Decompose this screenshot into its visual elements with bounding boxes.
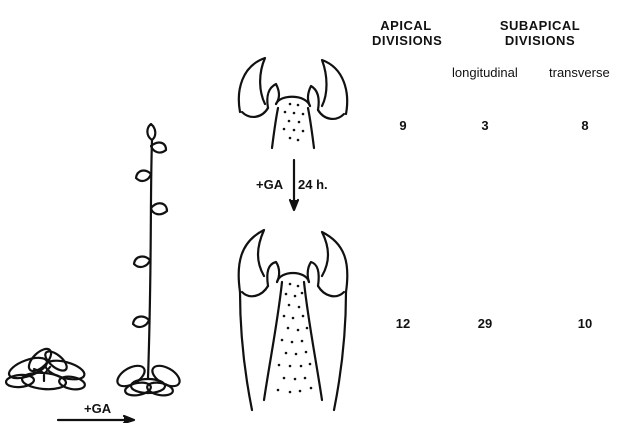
treatment-label: +GA <box>256 177 283 192</box>
bolted-plant-illustration <box>114 124 183 397</box>
row2-longitudinal-value: 29 <box>465 316 505 331</box>
row1-apical-value: 9 <box>383 118 423 133</box>
time-arrow <box>290 160 298 210</box>
dividing-cells-before <box>283 103 305 142</box>
rosette-plant-illustration <box>6 345 87 391</box>
apical-header-line1: APICAL <box>372 18 440 33</box>
row1-transverse-value: 8 <box>565 118 605 133</box>
plant-treatment-label: +GA <box>84 401 111 416</box>
subapical-header-line1: SUBAPICAL <box>490 18 590 33</box>
apical-header-line2: DIVISIONS <box>372 33 440 48</box>
apical-header: APICAL DIVISIONS <box>372 18 440 48</box>
apex-before-illustration <box>239 58 347 148</box>
row2-apical-value: 12 <box>383 316 423 331</box>
row2-transverse-value: 10 <box>565 316 605 331</box>
transverse-header: transverse <box>549 65 610 80</box>
row1-longitudinal-value: 3 <box>465 118 505 133</box>
subapical-header: SUBAPICAL DIVISIONS <box>490 18 590 48</box>
longitudinal-header: longitudinal <box>452 65 518 80</box>
duration-label: 24 h. <box>298 177 328 192</box>
plant-treatment-arrow <box>58 416 134 423</box>
subapical-header-line2: DIVISIONS <box>490 33 590 48</box>
apex-after-illustration <box>239 230 348 410</box>
